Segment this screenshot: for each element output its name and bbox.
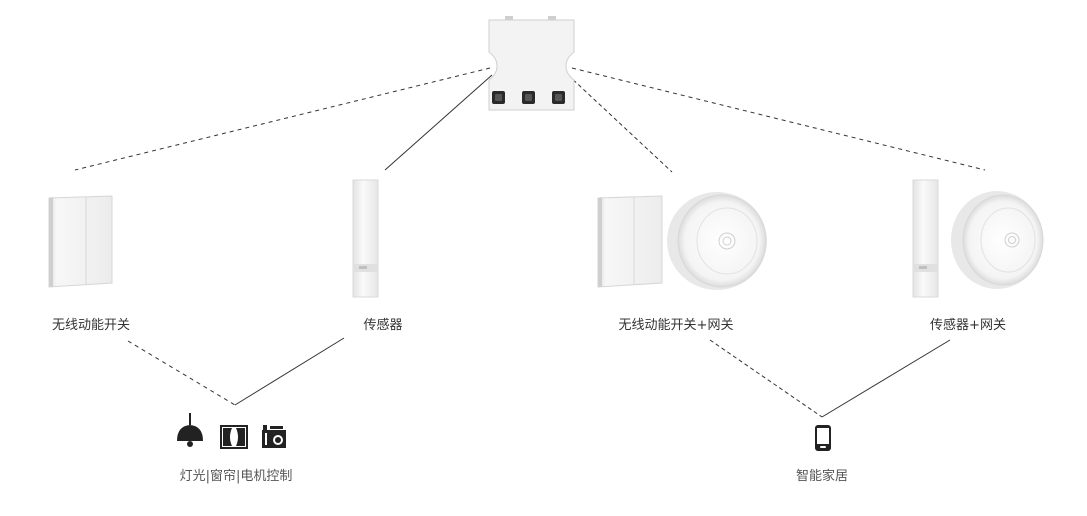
link-sensor-control bbox=[234, 337, 345, 406]
link-sensorgw-smarthome bbox=[821, 339, 951, 418]
pendant-lamp-icon bbox=[177, 413, 203, 447]
switch-label: 无线动能开关 bbox=[51, 318, 131, 333]
sensor-label: 传感器 bbox=[363, 318, 403, 333]
link-hub-switch bbox=[74, 67, 491, 171]
link-hub-switch-gateway bbox=[567, 74, 673, 173]
smartphone-icon bbox=[815, 425, 831, 451]
control-label: 灯光|窗帘|电机控制 bbox=[179, 469, 293, 484]
link-hub-sensor bbox=[384, 74, 493, 171]
controller-hub-icon bbox=[488, 16, 575, 111]
sensor-gateway-device bbox=[912, 179, 1044, 298]
link-hub-sensor-gateway bbox=[571, 67, 986, 171]
switch-gateway-device bbox=[597, 192, 767, 290]
appliance-icon bbox=[262, 425, 286, 448]
sensor-gateway-label: 传感器+网关 bbox=[930, 318, 1006, 333]
sensor-device bbox=[352, 179, 379, 298]
curtain-icon bbox=[220, 425, 248, 449]
hub-links bbox=[74, 67, 986, 173]
wireless-switch-device bbox=[48, 195, 113, 288]
link-switchgw-smarthome bbox=[709, 339, 823, 418]
link-switch-control bbox=[127, 340, 236, 406]
switch-gateway-label: 无线动能开关+网关 bbox=[618, 318, 734, 333]
output-links bbox=[127, 337, 951, 418]
smarthome-label: 智能家居 bbox=[795, 469, 849, 484]
